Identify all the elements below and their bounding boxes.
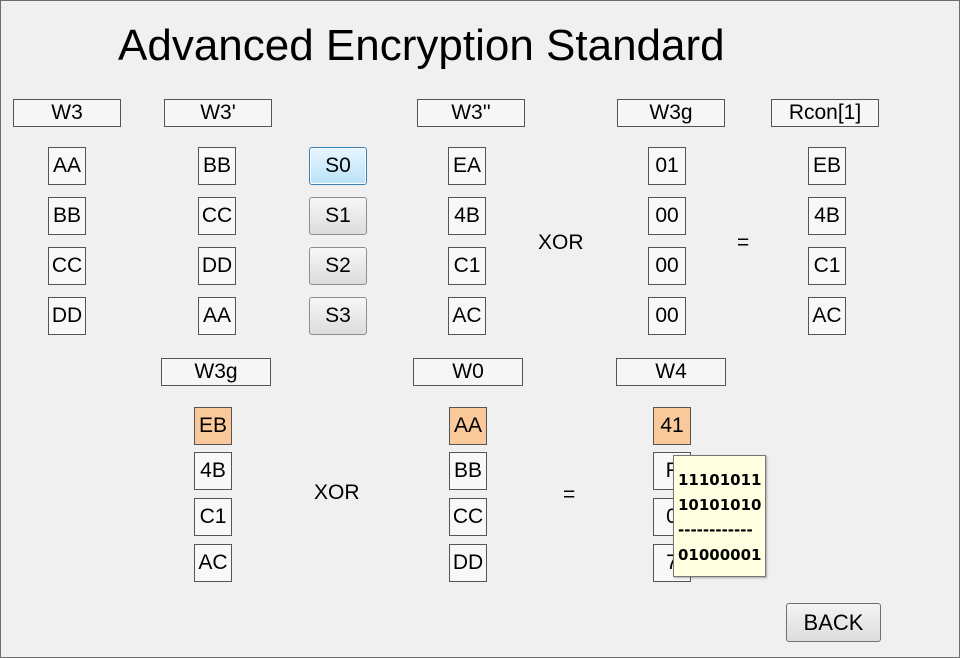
w3-rotated-byte-2: DD bbox=[198, 247, 236, 285]
w3-rotated-byte-1: CC bbox=[198, 197, 236, 235]
rcon-byte-2: C1 bbox=[808, 247, 846, 285]
bottom-w3g-byte-2: C1 bbox=[194, 498, 232, 536]
page-title: Advanced Encryption Standard bbox=[118, 21, 725, 70]
w3-substituted-byte-2: C1 bbox=[448, 247, 486, 285]
xor-operator-top: XOR bbox=[538, 231, 584, 254]
w0-header: W0 bbox=[413, 358, 523, 386]
w3-byte-1: BB bbox=[48, 197, 86, 235]
w0-byte-3: DD bbox=[449, 544, 487, 582]
w3-rotated-byte-0: BB bbox=[198, 147, 236, 185]
bottom-w3g-byte-3: AC bbox=[194, 544, 232, 582]
bottom-w3g-byte-1: 4B bbox=[194, 452, 232, 490]
xor-operator-bottom: XOR bbox=[314, 481, 360, 504]
sbox-button-s2[interactable]: S2 bbox=[309, 247, 367, 285]
tooltip-operand-1: 11101011 bbox=[678, 471, 762, 489]
w3-byte-2: CC bbox=[48, 247, 86, 285]
tooltip-operand-2: 10101010 bbox=[678, 496, 762, 514]
w3-rotated-header: W3' bbox=[164, 99, 272, 127]
w3g-header: W3g bbox=[617, 99, 725, 127]
sbox-button-s1[interactable]: S1 bbox=[309, 197, 367, 235]
rcon-byte-0: EB bbox=[808, 147, 846, 185]
tooltip-result: 01000001 bbox=[678, 546, 762, 564]
binary-xor-tooltip: 11101011 10101010 ------------ 01000001 bbox=[673, 455, 766, 577]
rcon-header: Rcon[1] bbox=[771, 99, 879, 127]
rcon-byte-1: 4B bbox=[808, 197, 846, 235]
sbox-button-s0[interactable]: S0 bbox=[309, 147, 367, 185]
rcon-byte-3: AC bbox=[808, 297, 846, 335]
sbox-button-s3[interactable]: S3 bbox=[309, 297, 367, 335]
w3-substituted-byte-0: EA bbox=[448, 147, 486, 185]
w4-byte-0: 41 bbox=[653, 407, 691, 445]
w3-rotated-byte-3: AA bbox=[198, 297, 236, 335]
w0-byte-2: CC bbox=[449, 498, 487, 536]
w0-byte-0: AA bbox=[449, 407, 487, 445]
w3-substituted-header: W3'' bbox=[417, 99, 525, 127]
w3-byte-0: AA bbox=[48, 147, 86, 185]
w3g-byte-2: 00 bbox=[648, 247, 686, 285]
w3-substituted-byte-3: AC bbox=[448, 297, 486, 335]
tooltip-divider: ------------ bbox=[678, 521, 753, 539]
w4-header: W4 bbox=[616, 358, 726, 386]
equals-operator-top: = bbox=[737, 231, 750, 254]
w3g-byte-0: 01 bbox=[648, 147, 686, 185]
w0-byte-1: BB bbox=[449, 452, 487, 490]
w3g-byte-3: 00 bbox=[648, 297, 686, 335]
bottom-w3g-byte-0: EB bbox=[194, 407, 232, 445]
equals-operator-bottom: = bbox=[563, 483, 576, 506]
back-button[interactable]: BACK bbox=[786, 603, 881, 642]
w3-header: W3 bbox=[13, 99, 121, 127]
bottom-w3g-header: W3g bbox=[161, 358, 271, 386]
w3-byte-3: DD bbox=[48, 297, 86, 335]
w3-substituted-byte-1: 4B bbox=[448, 197, 486, 235]
w3g-byte-1: 00 bbox=[648, 197, 686, 235]
